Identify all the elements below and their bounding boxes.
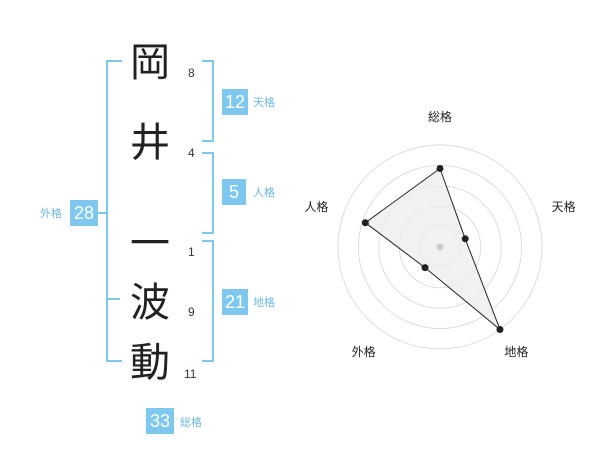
radar-axis-label-1: 総格	[428, 109, 452, 124]
radar-point-3	[496, 326, 504, 334]
radar-center-dot	[436, 243, 444, 251]
stroke-count-3: 1	[188, 245, 195, 259]
name-char-4: 波	[130, 280, 170, 326]
gaikaku-label: 外格	[40, 207, 62, 220]
radar-point-1	[436, 164, 444, 172]
gaikaku-bracket-tick	[94, 212, 106, 214]
chikaku-bracket	[202, 240, 214, 362]
tenkaku-badge: 12	[222, 89, 248, 115]
radar-polygon	[364, 167, 502, 332]
jinkaku-bracket	[202, 152, 214, 234]
radar-point-4	[421, 264, 429, 272]
chikaku-badge: 21	[222, 289, 248, 315]
gaikaku-bracket	[106, 60, 122, 362]
stroke-count-2: 4	[188, 146, 195, 160]
jinkaku-badge: 5	[222, 179, 246, 205]
name-char-3: 一	[130, 221, 170, 267]
radar-ring-5	[337, 144, 543, 350]
gaikaku-split-tick	[106, 298, 120, 300]
radar-axis-label-5: 人格	[304, 199, 328, 214]
name-char-5: 動	[130, 340, 170, 386]
gaikaku-badge: 28	[70, 200, 98, 226]
name-char-2: 井	[130, 120, 170, 166]
jinkaku-label: 人格	[253, 186, 275, 199]
radar-point-5	[361, 219, 369, 227]
soukaku-label: 総格	[180, 416, 202, 429]
stroke-count-5: 11	[184, 367, 197, 381]
stroke-count-4: 9	[188, 305, 195, 319]
chikaku-label: 地格	[253, 296, 275, 309]
radar-axis-label-3: 地格	[504, 344, 528, 359]
stroke-count-1: 8	[188, 66, 195, 80]
radar-point-2	[461, 235, 469, 243]
name-char-1: 岡	[130, 40, 170, 86]
soukaku-badge: 33	[146, 408, 174, 434]
tenkaku-label: 天格	[253, 96, 275, 109]
tenkaku-bracket	[202, 60, 214, 142]
radar-axis-label-4: 外格	[352, 344, 376, 359]
radar-axis-label-2: 天格	[552, 199, 576, 214]
